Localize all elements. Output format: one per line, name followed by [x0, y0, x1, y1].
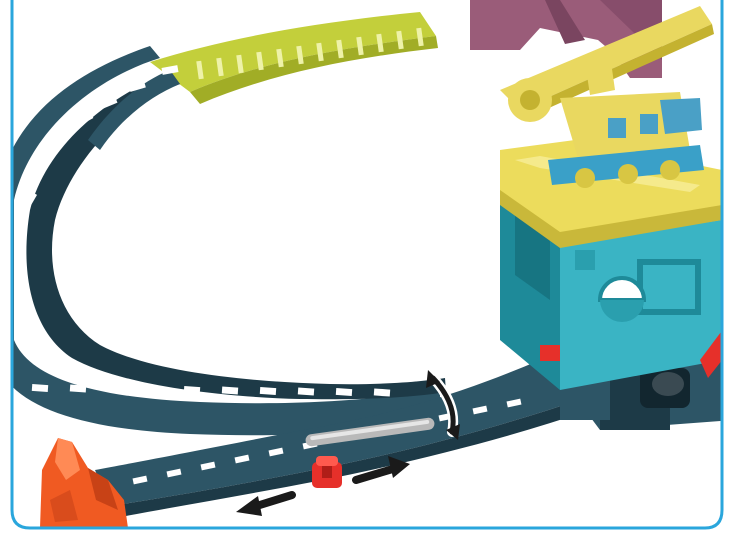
track-slot: [108, 385, 124, 393]
track-slot: [70, 384, 86, 392]
track-slot: [146, 385, 162, 393]
track-slot: [374, 388, 390, 396]
track-slot: [31, 159, 47, 176]
track-slot: [298, 387, 314, 395]
oval-track: [0, 46, 446, 435]
track-slot: [336, 388, 352, 396]
track-slot: [260, 387, 276, 395]
switch-lever: [312, 456, 342, 488]
track-slot: [184, 386, 200, 394]
track-slot: [222, 386, 238, 394]
track-slot: [32, 384, 48, 392]
green-track-section: [150, 12, 438, 104]
